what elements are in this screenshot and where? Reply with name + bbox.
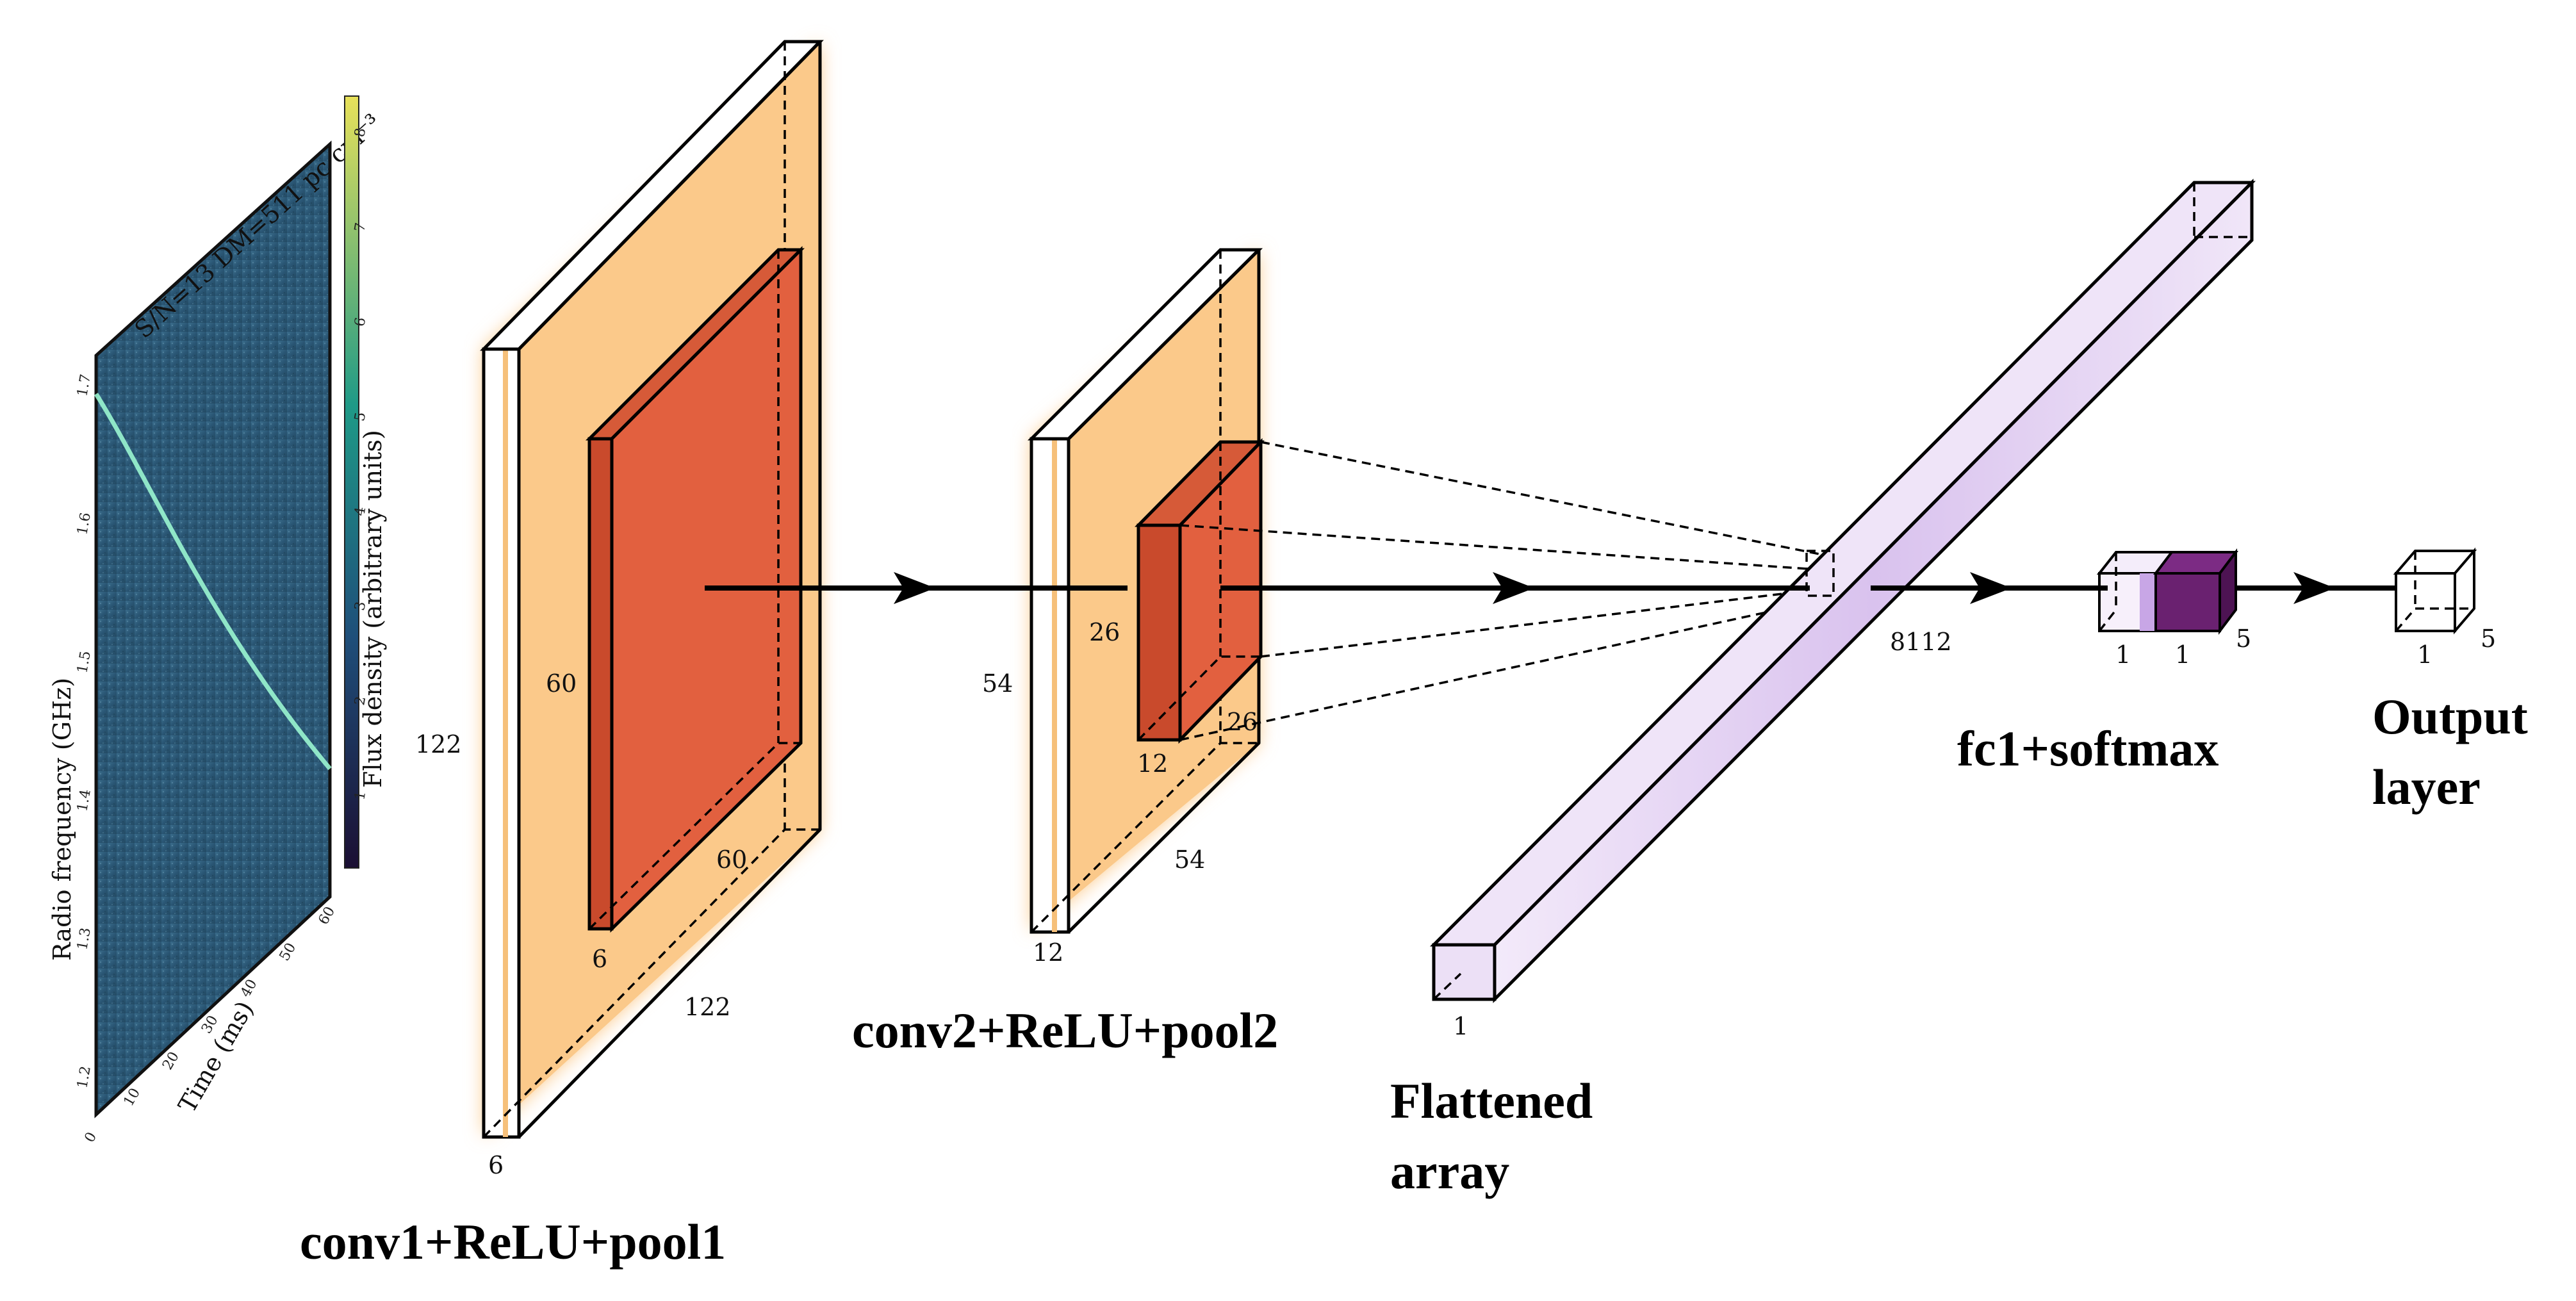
output-dim-a: 1 xyxy=(2417,641,2432,669)
fc-dim-a: 1 xyxy=(2115,641,2131,669)
layer2-projection-lines xyxy=(1179,441,1836,741)
out-hidden-c xyxy=(2395,607,2416,632)
colorbar-ticks: 8 7 6 5 4 3 2 1 xyxy=(352,127,369,801)
out-front xyxy=(2395,572,2456,632)
colorbar-tick: 4 xyxy=(352,505,369,517)
spectrogram-x-tick: 0 xyxy=(82,1129,101,1145)
layer2-side-face xyxy=(1030,437,1071,934)
spectrogram-y-tick: 1.5 xyxy=(74,650,94,675)
layer2-kernel-side xyxy=(1136,523,1182,742)
layer2-side-stripe xyxy=(1052,439,1057,932)
spectrogram-y-axis-label: Radio frequency (GHz) xyxy=(48,678,76,961)
fc-light-stripe xyxy=(2140,573,2156,631)
spectrogram-y-tick: 1.3 xyxy=(74,926,94,951)
colorbar-tick: 5 xyxy=(352,411,369,422)
layer2-outer-width: 54 xyxy=(1174,846,1205,874)
layer1-kernel-hidden xyxy=(588,742,801,930)
layer2-caption: conv2+ReLU+pool2 xyxy=(852,1002,1278,1058)
flattened-caption-line2: array xyxy=(1390,1143,1509,1199)
colorbar-label: Flux density (arbitrary units) xyxy=(359,430,387,788)
layer2-inner-depth: 12 xyxy=(1137,749,1168,778)
layer1-outer-height: 122 xyxy=(415,730,462,758)
arrow-3-head xyxy=(1970,572,2012,604)
layer1-side-stripe xyxy=(503,349,508,1137)
layer1-inner-height: 60 xyxy=(546,669,577,698)
colorbar-tick: 8 xyxy=(352,127,369,138)
fc-caption: fc1+softmax xyxy=(1957,721,2219,776)
fc-block: 1 1 5 xyxy=(2096,548,2251,669)
spectrogram-y-tick: 1.2 xyxy=(74,1065,94,1090)
spectrogram-y-tick: 1.4 xyxy=(74,788,94,813)
flat-hidden-edge-c xyxy=(1432,972,1462,1001)
input-spectrogram: S/N=13 DM=511 pc cm⁻³ Radio frequency (G… xyxy=(48,95,387,1145)
x-axis-line xyxy=(95,896,331,1116)
fc-dim-b: 1 xyxy=(2175,641,2190,669)
fc-dim-c: 5 xyxy=(2236,625,2251,653)
colorbar-tick: 6 xyxy=(352,316,369,328)
fc-hidden-b xyxy=(2098,609,2117,632)
layer2-outer-height: 54 xyxy=(982,669,1013,698)
layer1-outer-depth: 6 xyxy=(488,1151,504,1179)
arrow-4-head xyxy=(2293,572,2335,604)
colorbar-tick: 3 xyxy=(352,600,369,612)
layer2-outer-depth: 12 xyxy=(1033,938,1063,967)
output-block: 1 5 xyxy=(2393,547,2496,669)
layer1-outer-width: 122 xyxy=(684,993,731,1021)
dispersed-pulse-signal xyxy=(94,393,332,771)
layer1-kernel-side xyxy=(587,437,614,931)
spectrogram-plot-area xyxy=(94,140,332,1118)
layer2-outline xyxy=(1067,248,1261,933)
colorbar-tick: 7 xyxy=(352,222,369,233)
layer1-block: 122 122 6 60 60 6 xyxy=(415,40,824,1179)
output-caption-line2: layer xyxy=(2372,759,2481,815)
flattened-array: 8112 1 xyxy=(1429,178,2256,1040)
layer1-inner-width: 60 xyxy=(716,846,747,874)
spectrogram-y-tick: 1.6 xyxy=(74,511,94,536)
layer2-block: 54 54 12 26 26 12 xyxy=(982,248,1836,967)
flattened-caption-line1: Flattened xyxy=(1390,1073,1593,1129)
flat-depth-label: 1 xyxy=(1453,1012,1468,1040)
arrow-1-head xyxy=(894,572,935,604)
fc-dark-front xyxy=(2154,572,2221,632)
layer1-inner-depth: 6 xyxy=(592,945,607,973)
flow-arrows xyxy=(705,572,2397,604)
arrow-2-head xyxy=(1493,572,1534,604)
spectrogram-y-tick: 1.7 xyxy=(74,373,94,398)
flat-size-label: 8112 xyxy=(1890,628,1952,656)
flat-highlight-box xyxy=(1805,550,1835,597)
output-dim-b: 5 xyxy=(2481,625,2496,653)
colorbar-tick: 2 xyxy=(352,695,369,707)
output-caption-line1: Output xyxy=(2372,689,2528,744)
colorbar-tick: 1 xyxy=(352,790,369,801)
flat-end-face xyxy=(1432,943,1497,1001)
layer1-side-face xyxy=(482,347,521,1139)
layer1-outline xyxy=(517,40,822,1138)
layer1-caption: conv1+ReLU+pool1 xyxy=(300,1214,726,1270)
spectrogram-y-ticks: 1.7 1.6 1.5 1.4 1.3 1.2 xyxy=(74,373,94,1090)
layer2-inner-height: 26 xyxy=(1089,618,1120,646)
colorbar xyxy=(344,95,359,869)
layer2-inner-width: 26 xyxy=(1227,708,1258,736)
